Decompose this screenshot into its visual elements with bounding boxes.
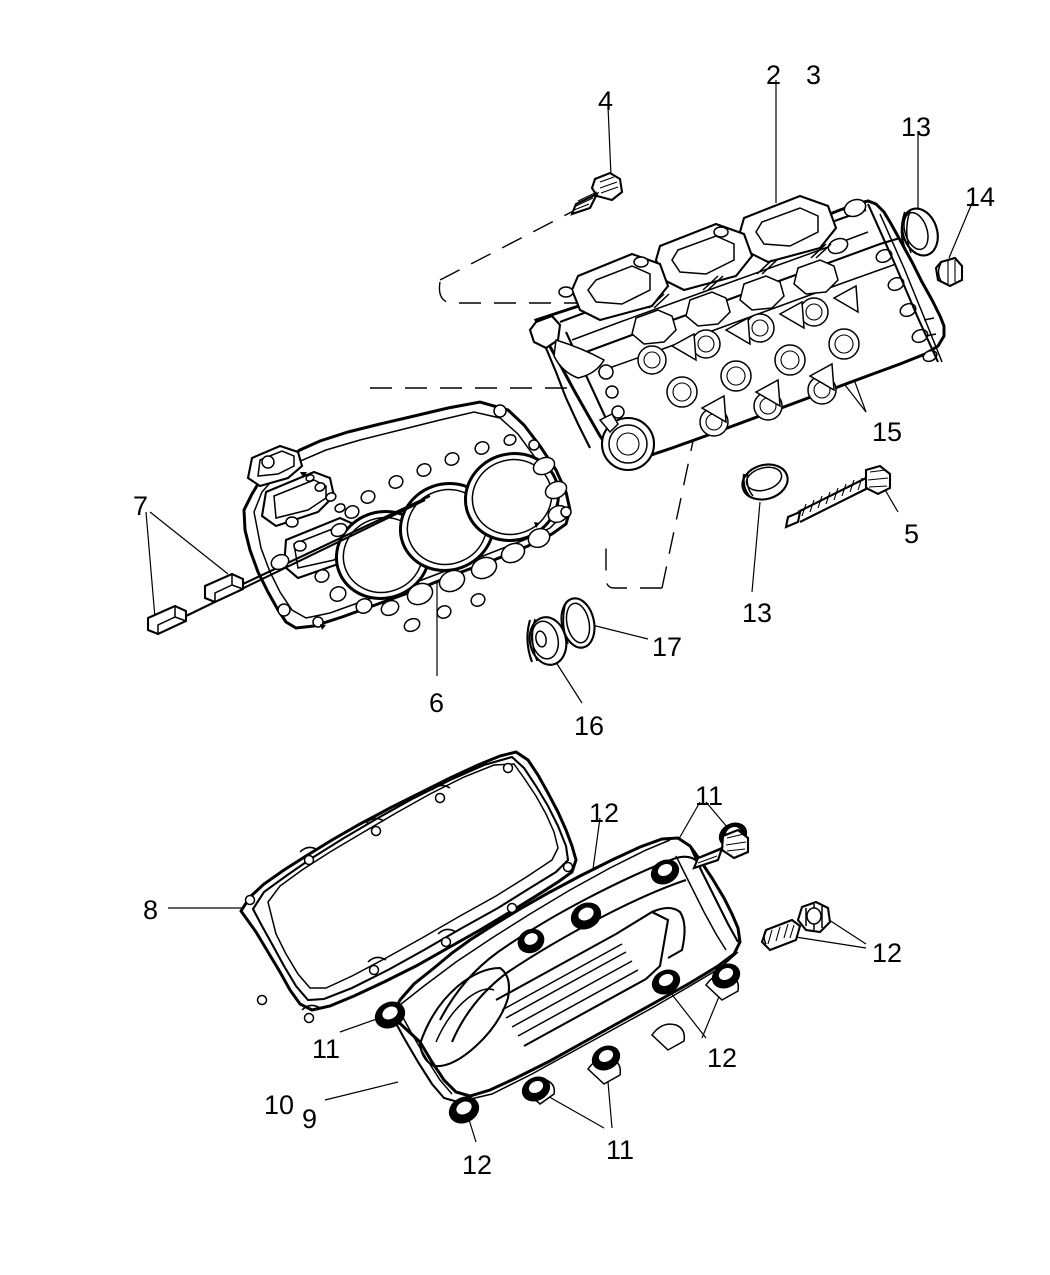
intake-port-flanges: [570, 194, 838, 322]
valve-cover-grommets: [374, 822, 748, 1124]
callout-label-13-upper: 13: [901, 112, 932, 142]
camshaft-seal-upper-part: [900, 207, 939, 257]
callout-label-2: 2: [766, 60, 782, 90]
callout-label-4: 4: [598, 86, 614, 116]
callout-label-12-mid: 12: [707, 1043, 738, 1073]
head-bolt-long-part: [784, 464, 892, 529]
cylinder-head-part: [528, 194, 946, 472]
gasket-holes: [285, 434, 569, 633]
callout-label-5: 5: [904, 519, 920, 549]
callout-label-11-top: 11: [695, 781, 724, 811]
callout-label-10: 10: [264, 1090, 295, 1120]
callout-label-12-right: 12: [872, 938, 903, 968]
o-ring-seal-part: [560, 597, 596, 649]
head-bolt-short-part: [570, 171, 624, 216]
callout-label-7: 7: [133, 491, 149, 521]
valve-cover-ribs: [495, 933, 647, 1047]
leader-lines-upper: [145, 80, 973, 704]
valvetrain-detail: [631, 243, 860, 437]
valve-cover-part: [390, 836, 742, 1105]
gasket-cylinder-bores: [334, 452, 561, 600]
callout-label-11-left: 11: [312, 1034, 341, 1064]
head-front-features: [528, 314, 656, 472]
core-plug-part: [526, 616, 568, 666]
grommet-exploded-part: [760, 900, 832, 952]
camshaft-seal-lower-part: [741, 463, 789, 501]
callout-label-13-lower: 13: [742, 598, 773, 628]
callout-label-16: 16: [574, 711, 605, 741]
dowel-pins-part: [146, 495, 431, 636]
callout-label-9: 9: [302, 1104, 318, 1134]
callout-label-12-top: 12: [589, 798, 620, 828]
callout-label-14: 14: [965, 182, 996, 212]
callout-label-3: 3: [806, 60, 822, 90]
callout-label-6: 6: [429, 688, 445, 718]
valve-cover-bolt-part: [692, 828, 750, 870]
callout-label-15: 15: [872, 417, 903, 447]
plug-cup-part: [934, 256, 964, 288]
callout-label-17: 17: [652, 632, 683, 662]
callout-label-11-bottom: 11: [606, 1135, 635, 1165]
cylinder-head-gasket-part: [242, 400, 572, 633]
callout-label-8: 8: [143, 895, 159, 925]
callout-label-12-bottom: 12: [462, 1150, 493, 1180]
